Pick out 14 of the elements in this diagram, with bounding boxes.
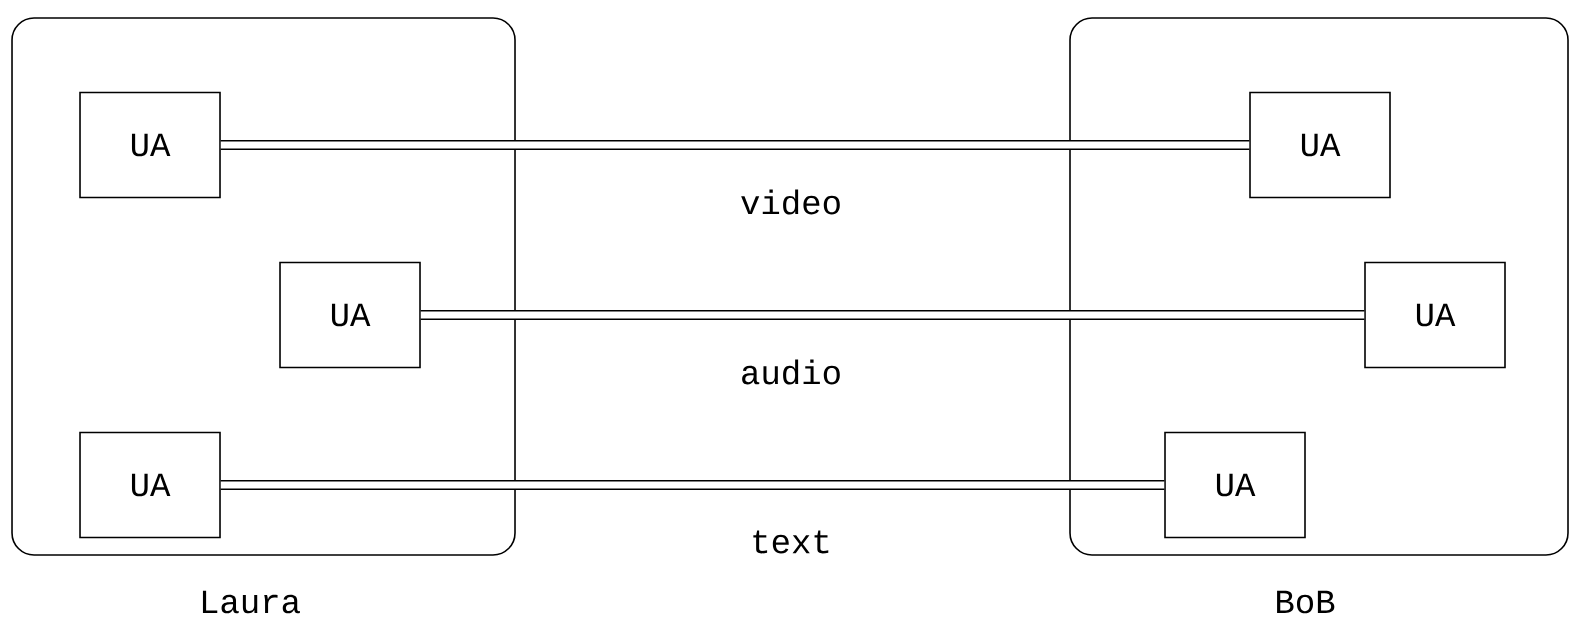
- connector: [420, 310, 1365, 320]
- agent-box: UA: [1249, 91, 1391, 199]
- agent-box: UA: [279, 261, 421, 369]
- agent-box: UA: [1364, 261, 1506, 369]
- node-label: BoB: [1277, 590, 1335, 614]
- edge-label: audio: [742, 359, 840, 385]
- connector: [220, 480, 1165, 490]
- connector: [220, 140, 1250, 150]
- edge-label: text: [753, 530, 829, 554]
- agent-box: UA: [79, 431, 221, 539]
- node-label: Laura: [202, 590, 300, 614]
- agent-box: UA: [1164, 431, 1306, 539]
- agent-box: UA: [79, 91, 221, 199]
- edge-label: video: [741, 189, 840, 215]
